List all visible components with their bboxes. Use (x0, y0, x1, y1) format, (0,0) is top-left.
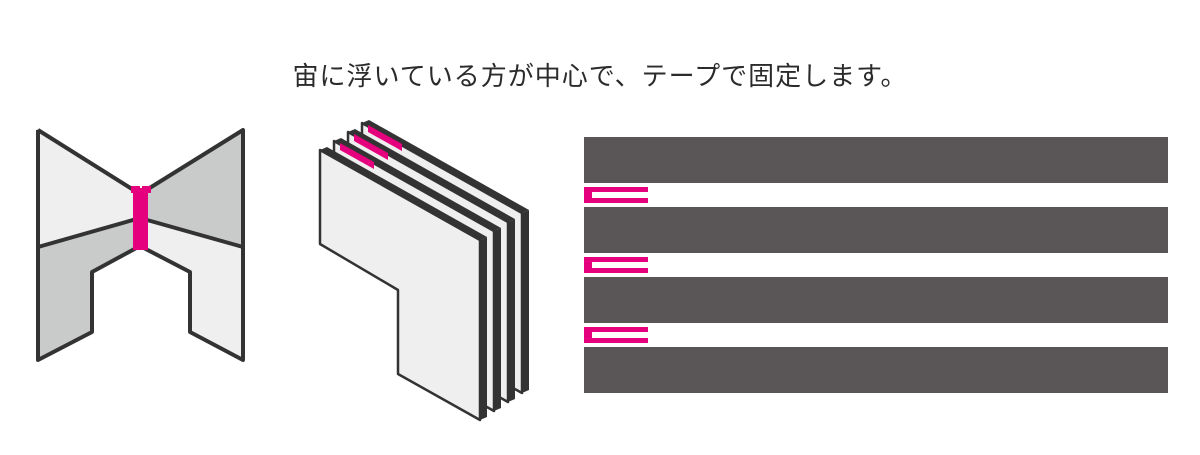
flat-sheets-figure (584, 137, 1168, 393)
tape-loop-1 (584, 187, 648, 203)
instruction-caption: 宙に浮いている方が中心で、テープで固定します。 (292, 62, 908, 92)
sheet-top-edge-4 (362, 120, 529, 213)
sheet-edge-1 (480, 237, 487, 420)
stacked-sheet-1 (318, 148, 482, 422)
tape-strip-1 (340, 143, 374, 169)
flat-sheet-4 (584, 347, 1168, 393)
center-tape-top-left (131, 186, 140, 193)
center-tape-top-right (142, 186, 151, 193)
butterfly-fold-figure (36, 128, 245, 362)
flat-sheet-1 (584, 137, 1168, 183)
sheet-edge-2 (494, 228, 501, 411)
tape-strip-3 (368, 125, 402, 151)
sheet-top-edge-1 (320, 147, 487, 240)
tape-strip-2 (354, 134, 388, 160)
tape-loop-3 (584, 327, 648, 343)
flat-sheet-3 (584, 277, 1168, 323)
flat-sheet-2 (584, 207, 1168, 253)
sheet-top-edge-3 (348, 129, 515, 222)
sheet-edge-4 (522, 210, 529, 393)
sheet-edge-3 (508, 219, 515, 402)
stacked-sheets-figure (318, 120, 529, 422)
center-tape (133, 188, 148, 250)
tape-loop-2 (584, 257, 648, 273)
sheet-top-edge-2 (334, 138, 501, 231)
